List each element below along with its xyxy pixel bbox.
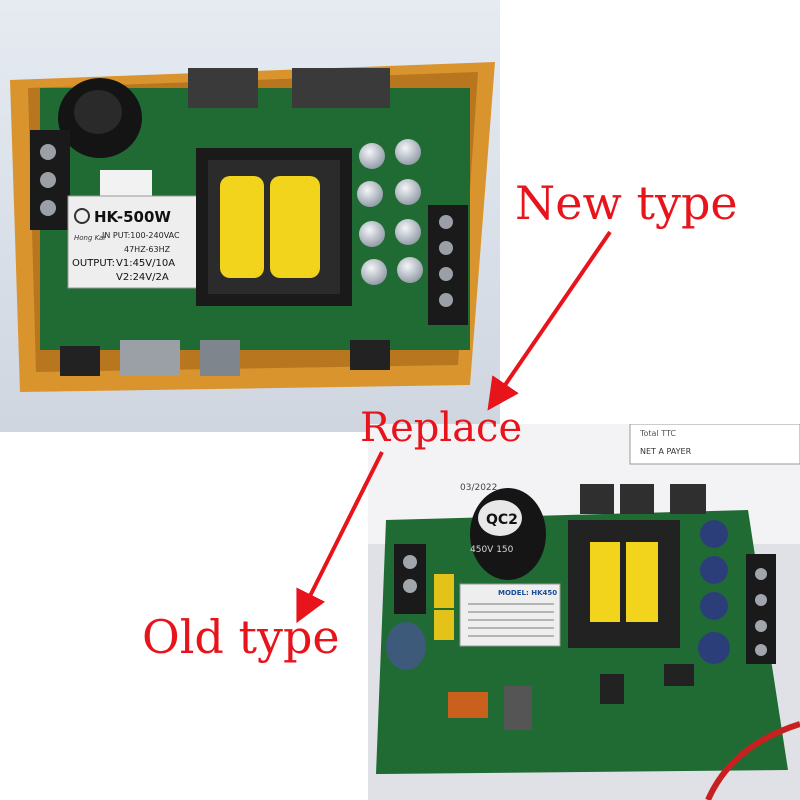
old-transformer [568,520,680,648]
old-label-model: MODEL: HK450 [498,589,557,597]
arrow-to-new [487,230,612,411]
label-input: IN PUT:100-240VAC [102,231,180,240]
spec-label: HK-500W IN PUT:100-240VAC Hong Kai 47HZ-… [67,195,199,289]
old-type-photo: Total TTC NET A PAYER 03/2022 QC2 450V 1… [368,424,800,800]
label-v2: V2:24V/2A [116,272,169,283]
old-spec-label: MODEL: HK450 [459,583,561,647]
paper-net-a-payer: NET A PAYER [640,447,692,456]
cap-rating: 450V 150 [470,545,514,555]
new-type-label: New type [515,176,738,230]
label-output: OUTPUT: [72,258,115,269]
old-output-capacitors [698,520,730,664]
cap-label: QC2 [486,512,518,528]
replace-label: Replace [360,405,523,451]
paper-date: 03/2022 [460,483,497,493]
transformer [196,148,352,306]
new-type-photo: HK-500W IN PUT:100-240VAC Hong Kai 47HZ-… [0,0,500,432]
label-model: HK-500W [94,208,171,226]
output-capacitors [357,139,423,285]
label-maker: Hong Kai [74,234,105,242]
paper-total-ttc: Total TTC [639,429,676,438]
label-v1: V1:45V/10A [116,258,175,269]
old-type-label: Old type [142,610,340,664]
old-bulk-capacitor: QC2 450V 150 [470,488,546,580]
label-freq: 47HZ-63HZ [124,245,171,254]
